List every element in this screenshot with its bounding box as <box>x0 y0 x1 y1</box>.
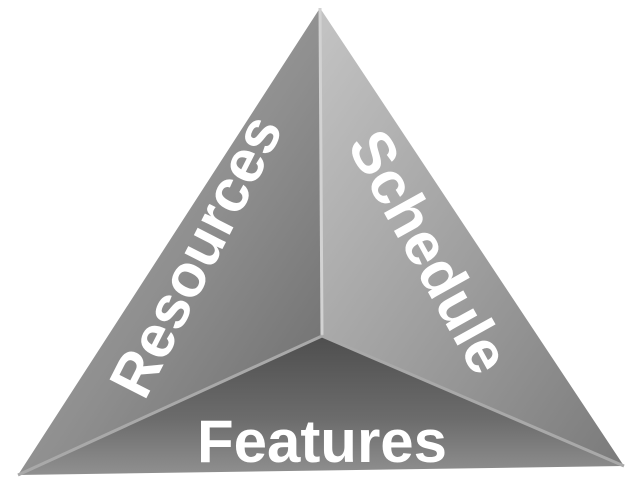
bottom-face <box>18 336 624 475</box>
right-face <box>320 8 624 466</box>
right-ridge <box>321 334 625 468</box>
left-face <box>18 8 322 475</box>
features-label: Features <box>197 408 447 475</box>
center-ridge <box>318 7 324 337</box>
left-ridge <box>17 334 323 477</box>
